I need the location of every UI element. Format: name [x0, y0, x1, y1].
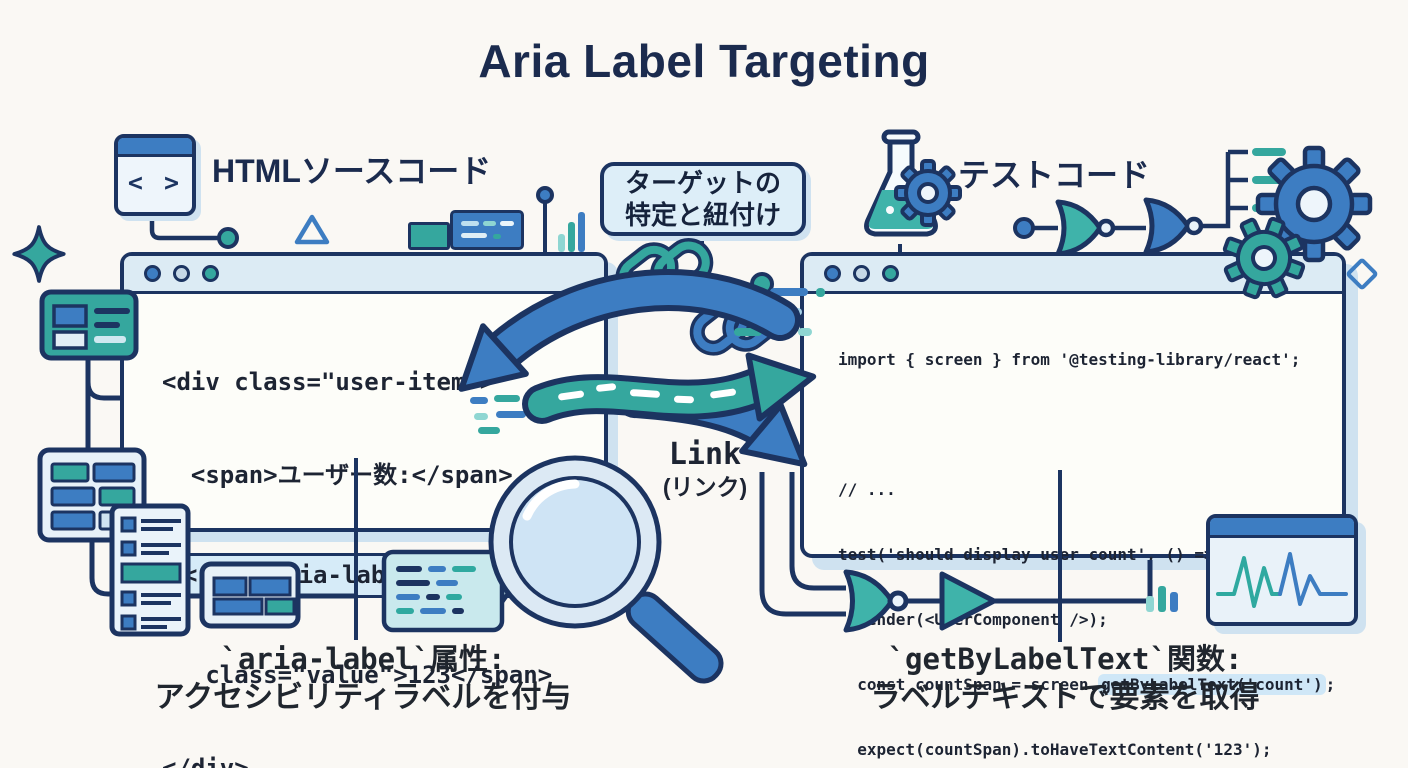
- code-window-icon-titlebar: [118, 138, 192, 157]
- target-label-line1: ターゲットの: [624, 168, 781, 198]
- code-line: // ...: [838, 480, 896, 499]
- code-dashes: [470, 395, 526, 434]
- gears: [1222, 145, 1373, 300]
- left-header-stem-wire: [149, 216, 239, 249]
- right-divider-line: [1058, 470, 1062, 642]
- code-line: const countSpan = screen.getByLabelText(…: [838, 674, 1336, 695]
- logic-gate-icon: [1055, 199, 1103, 257]
- link-label-ja: (リンク): [662, 474, 748, 500]
- buffer-gate-icon: [939, 571, 997, 631]
- node-stem-wire: [543, 202, 547, 252]
- code-window-icon: < >: [114, 134, 196, 216]
- right-caption: `getByLabelText`関数: ラベルテキストで要素を取得: [830, 640, 1300, 718]
- right-caption-line1: `getByLabelText`関数:: [887, 642, 1243, 676]
- code-line: expect(countSpan).toHaveTextContent('123…: [838, 740, 1272, 759]
- target-label-line2: 特定と紐付け: [624, 200, 781, 230]
- sparkle-icon: [12, 225, 66, 283]
- link-label-en: Link: [668, 437, 742, 472]
- block-card-icon: [199, 561, 301, 629]
- logic-gate-icon: [843, 569, 895, 633]
- window-control-dot: [202, 265, 219, 282]
- code-line: import { screen } from '@testing-library…: [838, 350, 1301, 369]
- left-section-header: HTMLソースコード: [212, 153, 492, 189]
- triangle-icon: [294, 214, 330, 245]
- window-control-dot: [173, 265, 190, 282]
- link-label: Link (リンク): [630, 438, 780, 502]
- node-dot-icon: [217, 227, 239, 249]
- right-code-block: import { screen } from '@testing-library…: [838, 308, 1335, 768]
- card-icon: [450, 210, 524, 250]
- waveform-monitor-icon: [1206, 514, 1358, 626]
- getbylabeltext-highlight: getByLabelText('count'): [1098, 674, 1326, 695]
- code-line: <div class="user-item">: [162, 368, 495, 396]
- left-divider-line: [354, 458, 358, 640]
- node-dot-icon: [536, 186, 554, 204]
- flask-stem-wire: [898, 244, 902, 258]
- logic-gate-icon: [1143, 197, 1191, 255]
- bar-chart-icon: [558, 210, 588, 252]
- gear-icon: [1255, 145, 1373, 263]
- teal-block-icon: [408, 222, 450, 250]
- node-dot-icon: [1013, 217, 1035, 239]
- window-control-dot: [824, 265, 841, 282]
- left-caption-line1: `aria-label`属性:: [220, 642, 506, 676]
- magnifier-icon: [488, 455, 724, 684]
- code-line: <span>ユーザー数:</span>: [162, 461, 513, 489]
- window-control-dot: [144, 265, 161, 282]
- card-icon: [39, 289, 139, 361]
- gear-icon: [894, 159, 962, 227]
- speech-bubble-icon: [381, 549, 535, 633]
- window-control-dot: [853, 265, 870, 282]
- code-line-blank: [838, 411, 1335, 438]
- magnifier-handle: [625, 591, 724, 684]
- left-caption-line2: アクセシビリティラベルを付与: [154, 681, 572, 714]
- code-line: class="value">123</span>: [162, 661, 553, 689]
- list-panel-icon: [109, 503, 191, 637]
- code-icon-glyph: < >: [127, 168, 183, 197]
- gear-icon: [1222, 216, 1306, 300]
- right-section-header: テストコード: [958, 157, 1151, 193]
- window-titlebar: [124, 256, 604, 294]
- left-caption: `aria-label`属性: アクセシビリティラベルを付与: [138, 640, 588, 718]
- window-control-dot: [882, 265, 899, 282]
- page-title: Aria Label Targeting: [478, 35, 930, 87]
- arrow-blue: [487, 275, 795, 367]
- link-arrows: [458, 269, 817, 468]
- ui-cards-cluster: [37, 289, 355, 637]
- bar-chart-icon: [1146, 580, 1182, 612]
- target-link-label-box: ターゲットの 特定と紐付け: [600, 162, 806, 236]
- code-line: </div>: [162, 754, 249, 768]
- logic-circuit: [759, 472, 1153, 633]
- right-caption-line2: ラベルテキストで要素を取得: [870, 681, 1260, 714]
